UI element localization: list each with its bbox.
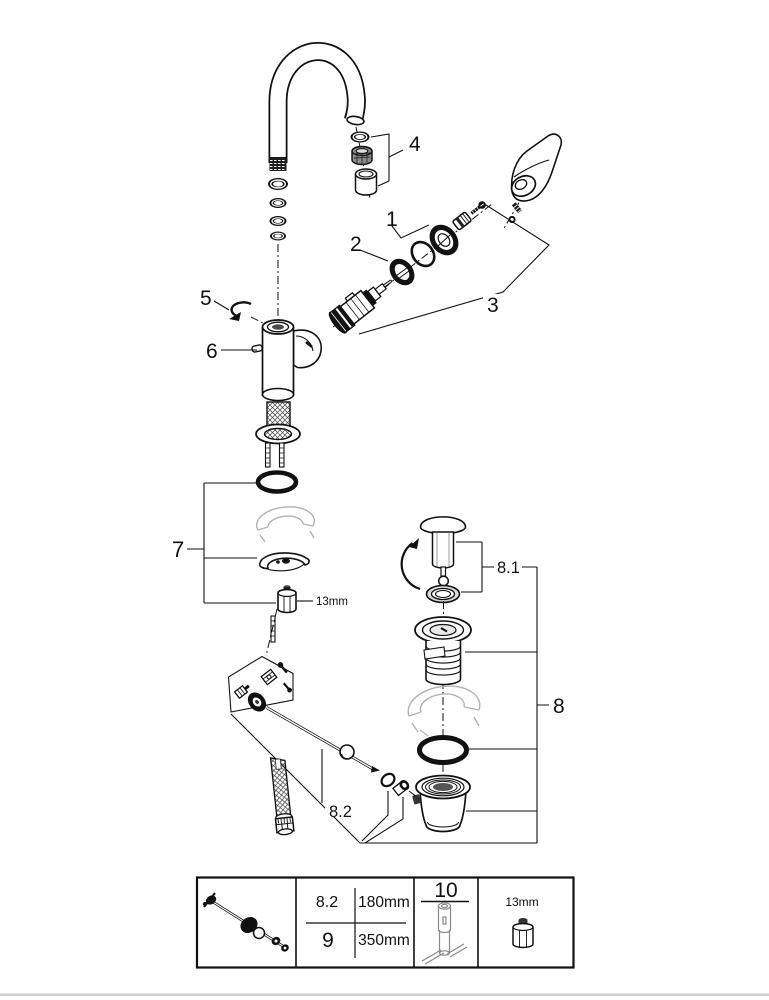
legend-part-9: 9 (322, 929, 334, 952)
callout-label-1: 1 (386, 208, 398, 231)
legend-wrench: 13mm (505, 895, 539, 949)
rod-cap-nut (392, 780, 410, 797)
aerator-assembly: 4 (350, 126, 421, 199)
callout-label-5: 5 (200, 287, 212, 310)
ghost-sink-deck (255, 506, 316, 543)
legend-wrench-label: 13mm (505, 895, 538, 909)
threaded-rod (270, 615, 276, 643)
rotate-arrow (400, 542, 421, 591)
rotation-arrow: 5 (200, 287, 276, 330)
spout-o-rings (268, 178, 288, 241)
callout-label-8-2: 8.2 (329, 803, 352, 821)
legend-part-8-2: 8.2 (316, 894, 338, 911)
cartridge (328, 279, 393, 334)
escutcheon-parts: 1 2 3 (332, 201, 550, 335)
part1-dome-ring (429, 224, 459, 256)
spout (268, 42, 366, 320)
wrench-size-note: 13mm (316, 596, 348, 608)
callout-label-8: 8 (553, 695, 565, 718)
plug-seal-ring (425, 584, 461, 604)
mounting-nut (277, 585, 297, 614)
legend-lengths: 8.2 180mm 9 350mm (306, 888, 410, 958)
legend-tool-label: 10 (434, 879, 457, 902)
mounting-kit: 13mm 7 (172, 470, 348, 657)
legend-nut-drawing (512, 918, 534, 949)
drain-upper-body (414, 616, 472, 686)
callout-label-4: 4 (409, 133, 421, 156)
linkage-nut (233, 684, 250, 700)
ball-socket (247, 692, 267, 712)
legend-table: 8.2 180mm 9 350mm 10 13mm (195, 876, 575, 969)
thin-o-ring (410, 240, 436, 268)
mounting-flange (255, 423, 301, 445)
linkage-clevis (260, 668, 278, 686)
callout-label-3: 3 (487, 294, 499, 317)
callout-label-7: 7 (172, 537, 184, 562)
supply-hose (269, 757, 295, 836)
horseshoe-washer (258, 552, 310, 572)
legend-tool: 10 (421, 879, 469, 965)
callout-label-8-1: 8.1 (497, 559, 520, 577)
drain-waste-set: 8 (360, 567, 565, 844)
legend-rod-drawing (202, 892, 289, 952)
pop-up-linkage: 8.2 (227, 655, 422, 844)
fixing-screw (470, 201, 486, 215)
spout-thread (269, 157, 287, 171)
callout-label-2: 2 (350, 233, 362, 256)
drain-o-ring (417, 735, 469, 765)
handle-screw-ring (508, 215, 516, 224)
tool-drawing (421, 902, 468, 965)
callout-label-6: 6 (206, 340, 218, 363)
handle-screw (511, 202, 522, 214)
rod-o-ring (380, 772, 396, 788)
base-o-ring (255, 470, 299, 494)
linkage-screw-b (282, 682, 292, 693)
body-side-pin (251, 344, 263, 353)
linkage-screw-a (277, 662, 288, 674)
handle-lever (502, 133, 563, 231)
aerator-insert (351, 145, 373, 166)
part2-collar-ring (389, 258, 415, 286)
aerator-sleeve (354, 168, 378, 196)
drain-lower-body (412, 774, 471, 833)
aerator-o-ring (350, 131, 370, 143)
legend-length-350: 350mm (358, 932, 410, 949)
faucet-body: 6 (206, 319, 322, 468)
ghost-basin-cutaway (407, 685, 481, 737)
legend-length-180: 180mm (358, 894, 410, 911)
valve-adapter (452, 211, 472, 231)
footer-rule (0, 993, 769, 996)
mounting-studs (264, 442, 285, 468)
rod-ball (339, 744, 355, 760)
pop-up-plug: 8.1 (400, 516, 537, 604)
